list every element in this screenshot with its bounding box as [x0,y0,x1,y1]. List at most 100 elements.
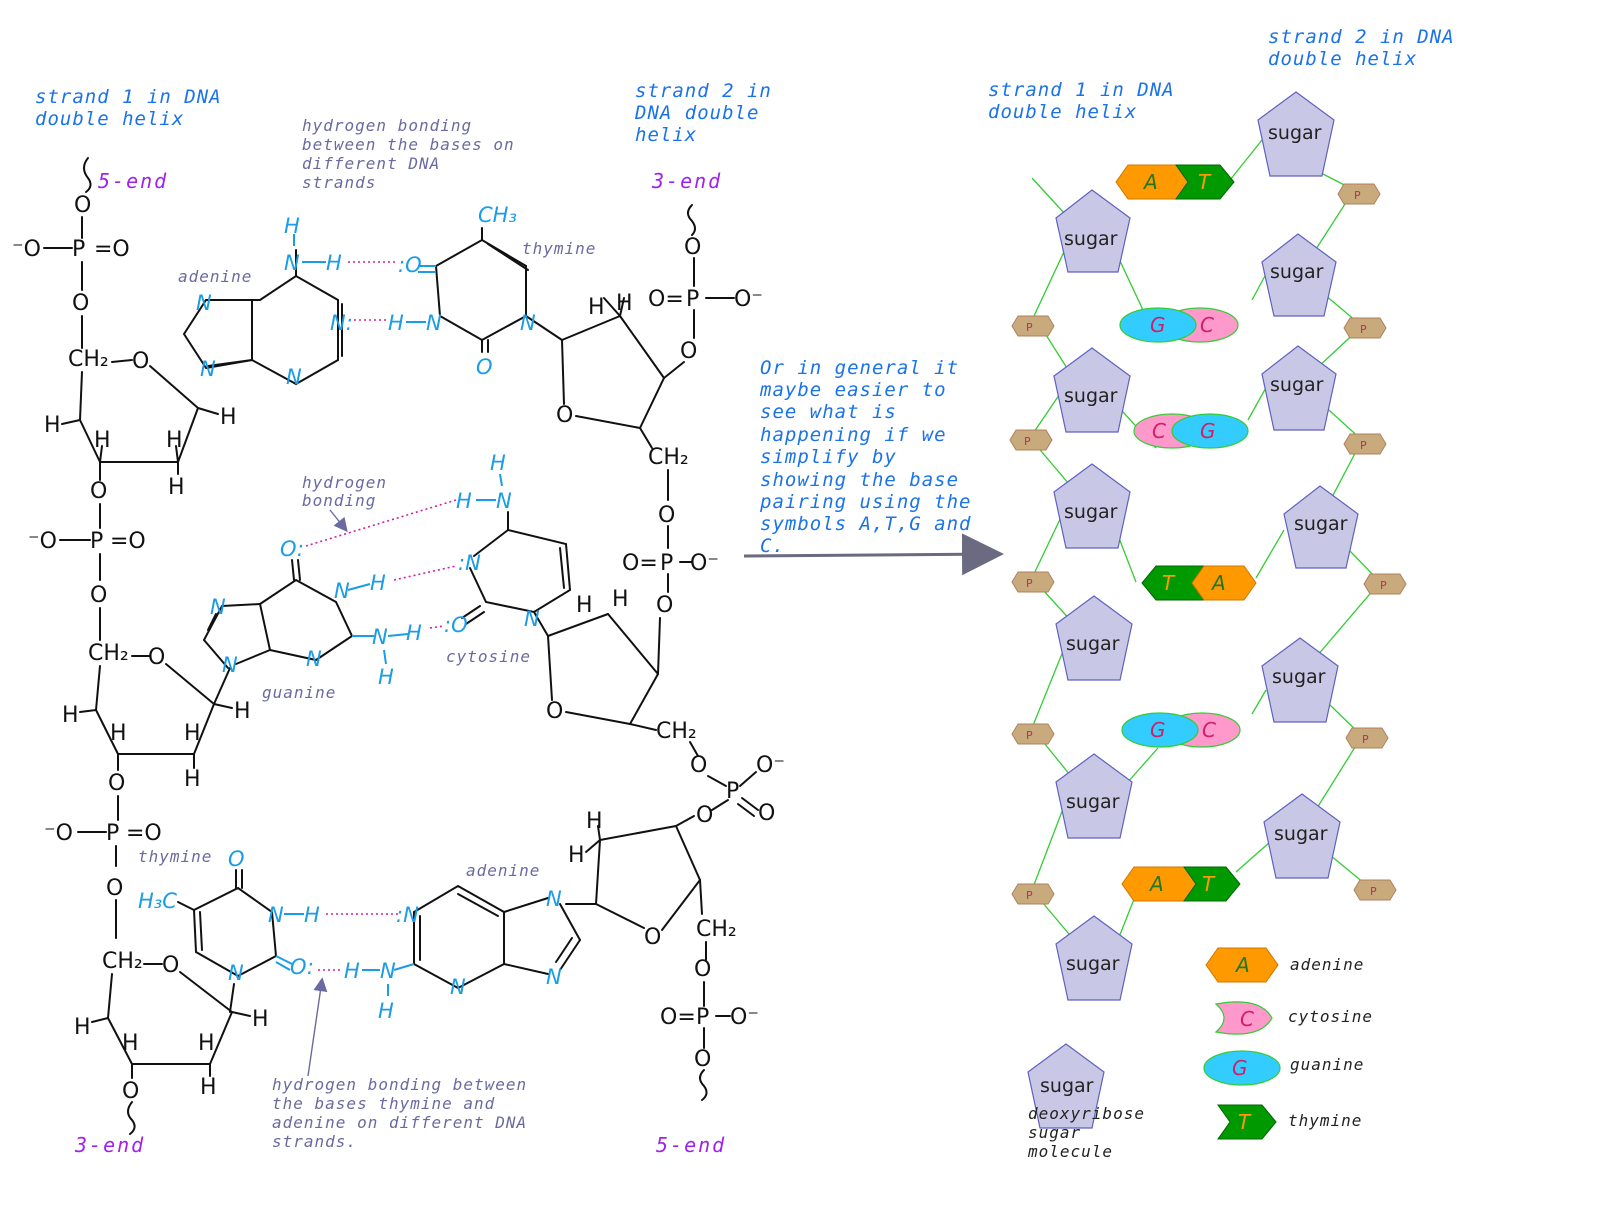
svg-text:P: P [1024,435,1031,448]
strand2-label-line1: strand 2 in [635,80,772,102]
svg-text:sugar: sugar [1268,122,1322,144]
svg-text:O=: O= [660,1005,696,1030]
svg-text:CH₂: CH₂ [88,641,129,666]
svg-text:H: H [378,665,394,689]
svg-text:sugar: sugar [1064,385,1118,407]
svg-text:H: H [62,703,79,728]
svg-text:H: H [588,295,605,320]
svg-text:CH₃: CH₃ [478,203,517,227]
sugar-strand2-2: sugar [1261,233,1337,317]
svg-text:H: H [122,1031,139,1056]
five-end-top: 5-end [98,169,168,193]
svg-text:P: P [90,529,103,554]
svg-text:N:: N: [330,311,353,335]
svg-text:=O: =O [126,821,162,846]
sugar-strand1-4: sugar [1055,595,1133,681]
arrow-note-line7: pairing using the [759,491,971,513]
phosphate: P [1345,727,1389,749]
svg-text:sugar: sugar [1066,633,1120,655]
phosphate: P [1343,433,1387,455]
svg-text:N: N [306,647,322,671]
base-name-adenine-top: adenine [178,267,252,286]
sugar-strand1-3: sugar [1053,463,1131,549]
svg-text:C: C [1152,419,1166,443]
svg-text:H: H [344,959,360,983]
svg-text:sugar: sugar [1274,823,1328,845]
simplified-dna-diagram: strand 1 in DNA double helix strand 2 in… [988,26,1454,1161]
arrow-note-line6: showing the base [760,469,959,491]
svg-text:H: H [406,621,422,645]
base-name-guanine: guanine [262,683,336,702]
svg-text:T: T [1238,1110,1252,1134]
legend: sugar deoxyribose sugar molecule A adeni… [1027,947,1372,1161]
sugar-icon [1027,1043,1105,1129]
hbond-note-top-line2: between the bases on [302,135,515,154]
svg-text:C: C [1202,718,1216,742]
svg-text:sugar: sugar [1270,374,1324,396]
sugar-strand1-2: sugar [1053,347,1131,433]
svg-text:P: P [1026,577,1033,590]
svg-text:G: G [1200,419,1216,443]
arrow-note-line1: Or in general it [760,357,959,379]
legend-cytosine: C cytosine [1214,1001,1372,1035]
svg-text:=O: =O [94,237,130,262]
svg-text:P: P [660,551,673,576]
thymine-base [1183,866,1241,902]
svg-text:sugar: sugar [1064,501,1118,523]
three-end-bottom: 3-end [74,1133,145,1157]
svg-text:O: O [476,355,493,379]
svg-text:H: H [252,1007,269,1032]
svg-text:P: P [1370,885,1377,898]
legend-sugar: sugar deoxyribose sugar molecule [1027,1043,1144,1161]
svg-text:N: N [286,365,302,389]
svg-text:H: H [168,475,185,500]
svg-text:O: O [696,803,713,828]
guanine-base [1121,712,1199,748]
phosphate-groups: P P P P P P P P P P P [1009,183,1407,905]
svg-text:O⁻: O⁻ [730,1005,759,1030]
svg-text:O⁻: O⁻ [734,287,763,312]
svg-text:O⁻: O⁻ [756,753,785,778]
svg-text:P: P [1026,729,1033,742]
guanine-base [1171,413,1249,449]
phosphate: P [1011,571,1055,593]
svg-text:H: H [586,809,603,834]
svg-text:N: N [284,251,300,275]
sugar-strand2-4: sugar [1283,485,1359,569]
svg-text:N: N [426,311,442,335]
sugar-strand2-5: sugar [1261,637,1339,723]
svg-text:H: H [184,767,201,792]
hbond-note-top-line1: hydrogen bonding [302,116,472,135]
svg-text:O:: O: [280,537,304,561]
hbond-note-bottom-line4: strands. [272,1132,357,1151]
phosphate: P [1011,883,1055,905]
svg-text:CH₂: CH₂ [696,917,737,942]
svg-text:sugar: sugar [1066,953,1120,975]
base-name-adenine-bottom: adenine [466,861,540,880]
phosphate: P [1337,183,1381,205]
svg-text:H: H [456,489,472,513]
svg-text::N: :N [458,551,481,575]
legend-thymine: T thymine [1217,1104,1362,1140]
base-pair-2: G C [1119,307,1239,343]
hbond-note-mid-line1: hydrogen [302,473,387,492]
arrow-note-line3: see what is [760,401,897,423]
right-strand2-label-line2: double helix [1268,48,1417,70]
svg-text:T: T [1202,872,1216,896]
svg-text:P: P [726,779,739,804]
right-strand1-label-line1: strand 1 in DNA [988,79,1175,101]
svg-text:H: H [284,214,300,238]
sugar-strand1-5: sugar [1055,753,1133,839]
hbond-note-bottom-line1: hydrogen bonding between [272,1075,527,1094]
svg-text:N: N [520,311,536,335]
sugar-molecules: sugar sugar sugar sugar sugar sugar suga… [1053,91,1359,1001]
svg-text:P: P [72,237,85,262]
svg-text:N: N [334,579,350,603]
legend-thymine-name: thymine [1288,1111,1362,1130]
svg-text:⁻O: ⁻O [12,237,41,262]
svg-text:N: N [372,625,388,649]
svg-text:C: C [1200,313,1214,337]
svg-text:P: P [1362,733,1369,746]
legend-sugar-name-line3: molecule [1027,1142,1113,1161]
phosphate: P [1363,573,1407,595]
